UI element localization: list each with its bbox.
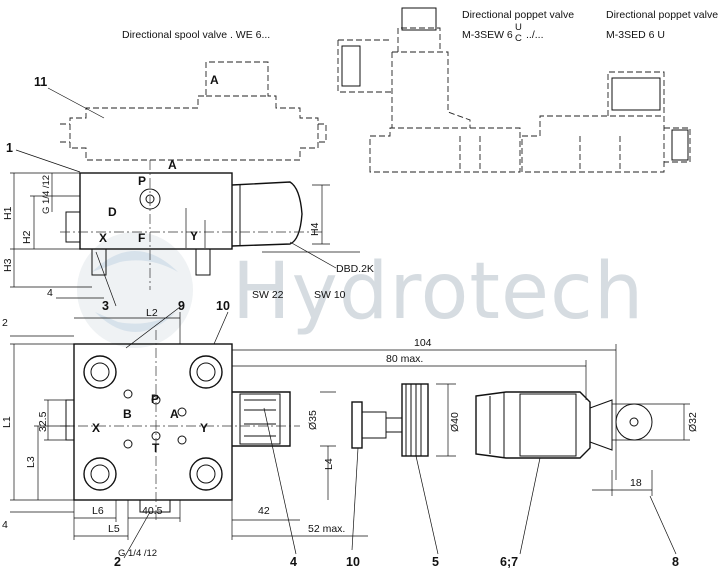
dim-h4: H4 <box>309 222 321 236</box>
dim-l6: L6 <box>92 505 104 517</box>
part-8-key <box>612 403 690 441</box>
port-f-side: F <box>138 231 145 245</box>
dim-18: 18 <box>630 477 642 489</box>
dim-40-5: 40.5 <box>142 505 163 517</box>
dim-dia32: Ø32 <box>687 412 699 432</box>
valve-body-side-view <box>60 160 325 290</box>
dim-52: 52 max. <box>308 523 345 535</box>
port-a-top: A <box>210 73 219 87</box>
caption-poppet-sed-title: Directional poppet valve <box>606 9 718 21</box>
label-dbd: DBD.2K <box>336 263 374 275</box>
port-b-plate: B <box>123 407 132 421</box>
side-view-dimensions <box>10 172 360 299</box>
dim-2: 2 <box>2 317 8 329</box>
dim-h2: H2 <box>21 230 33 244</box>
port-p-side: P <box>138 174 146 188</box>
spool-valve-outline <box>60 61 327 161</box>
dim-32-5: 32.5 <box>37 411 49 432</box>
port-x-side: X <box>99 231 107 245</box>
label-sw10: SW 10 <box>314 289 346 301</box>
caption-poppet-sew-model: M-3SEW 6 <box>462 29 513 41</box>
item-number-11: 11 <box>34 75 47 89</box>
dim-4-bottom: 4 <box>2 519 8 531</box>
port-a-plate: A <box>170 407 179 421</box>
caption-spool-valve: Directional spool valve . WE 6... <box>122 29 270 41</box>
item-number-2: 2 <box>114 555 121 569</box>
item-number-10-bottom: 10 <box>346 555 360 569</box>
dim-l4: L4 <box>323 458 335 470</box>
part-6-7-lockable-knob <box>475 391 613 459</box>
caption-poppet-sew-title: Directional poppet valve <box>462 9 574 21</box>
valve-body-plan-view <box>60 330 300 520</box>
label-sw22: SW 22 <box>252 289 284 301</box>
port-p-plate: P <box>151 392 159 406</box>
port-t-plate: T <box>152 441 160 455</box>
dim-42: 42 <box>258 505 270 517</box>
thread-bottom: G 1/4 /12 <box>118 548 157 559</box>
dim-l3: L3 <box>25 456 37 468</box>
part-5-adjust-knob <box>401 383 456 457</box>
dim-h3: H3 <box>2 258 14 272</box>
dim-dia35: Ø35 <box>307 410 319 430</box>
plan-view-dimensions <box>10 312 653 540</box>
poppet-valve-sed-outline <box>521 71 691 173</box>
item-number-1: 1 <box>6 141 13 155</box>
dim-h1: H1 <box>2 206 14 220</box>
item-number-10-top: 10 <box>216 299 230 313</box>
item-number-5: 5 <box>432 555 439 569</box>
item-number-9: 9 <box>178 299 185 313</box>
item-number-8: 8 <box>672 555 679 569</box>
item-number-4: 4 <box>290 555 297 569</box>
port-a-side: A <box>168 158 177 172</box>
caption-poppet-sed-model: M-3SED 6 U <box>606 29 665 41</box>
dim-l1: L1 <box>1 416 13 428</box>
port-x-plate: X <box>92 421 100 435</box>
leader-lines <box>15 87 677 559</box>
poppet-valve-sew-outline <box>337 7 521 173</box>
item-number-3: 3 <box>102 299 109 313</box>
part-10-lock-nut <box>351 401 403 449</box>
caption-poppet-sew-suffix: ../... <box>526 29 544 41</box>
thread-side: G 1/4 /12 <box>41 175 52 214</box>
dim-104: 104 <box>414 337 432 349</box>
dim-l5: L5 <box>108 523 120 535</box>
dim-80: 80 max. <box>386 353 423 365</box>
port-d-side: D <box>108 205 117 219</box>
item-number-6-7: 6;7 <box>500 555 518 569</box>
port-y-plate: Y <box>200 421 208 435</box>
watermark-text: Hydrotech <box>232 247 644 337</box>
dim-dia40: Ø40 <box>449 412 461 432</box>
caption-poppet-sew-c: C <box>515 33 522 44</box>
dim-l2: L2 <box>146 307 158 319</box>
dim-4-left: 4 <box>47 287 53 299</box>
port-y-side: Y <box>190 229 198 243</box>
caption-poppet-sew-u: U <box>515 22 522 33</box>
